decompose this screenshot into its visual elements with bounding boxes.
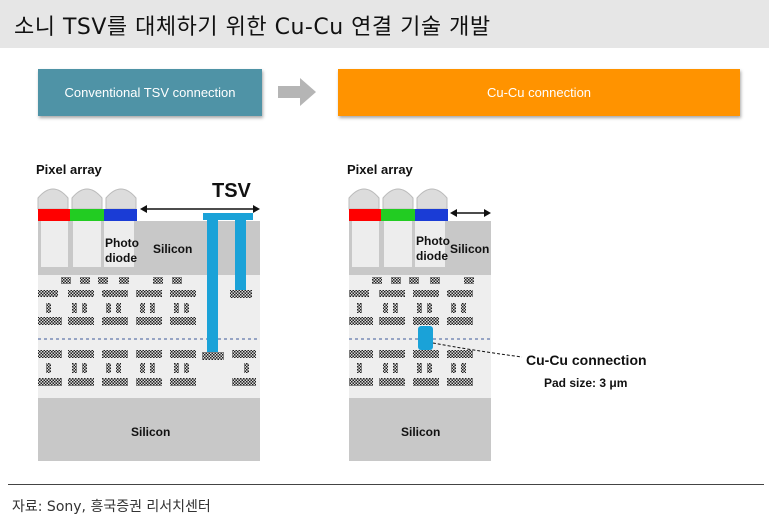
tsv-via	[207, 220, 218, 353]
tsv-label: TSV	[212, 180, 252, 202]
tsv-bottom-pad	[202, 352, 224, 360]
cucu-header: Cu-Cu connection	[338, 69, 740, 116]
microlens	[105, 188, 137, 210]
microlens	[37, 188, 69, 210]
footer-divider	[8, 484, 764, 485]
lower-silicon	[38, 398, 260, 461]
cucu-diagram: Pixel array Photo diode Silicon	[347, 162, 647, 461]
tsv-diagram: Pixel array TSV Photo diode Silicon	[36, 162, 260, 461]
wiring-blocks	[349, 277, 474, 386]
microlens	[348, 188, 380, 210]
right-arrow-icon	[278, 78, 316, 106]
tsv-via	[235, 220, 246, 292]
cucu-label: Cu-Cu connection	[526, 352, 647, 368]
wiring-blocks	[38, 277, 256, 386]
title-bar: 소니 TSV를 대체하기 위한 Cu-Cu 연결 기술 개발	[0, 0, 769, 48]
callout-line	[432, 342, 523, 358]
pixel-array-label: Pixel array	[347, 162, 414, 177]
green-filter	[70, 209, 104, 221]
photodiode	[41, 221, 68, 267]
photodiode	[73, 221, 101, 267]
green-filter	[381, 209, 415, 221]
conventional-tsv-header: Conventional TSV connection	[38, 69, 262, 116]
red-filter	[38, 209, 70, 221]
photodiode-label: Photo	[416, 234, 450, 248]
microlens	[71, 188, 103, 210]
pixel-array-label: Pixel array	[36, 162, 103, 177]
red-filter	[349, 209, 381, 221]
photodiode-label: diode	[416, 249, 448, 263]
silicon-label: Silicon	[450, 242, 489, 256]
page-title: 소니 TSV를 대체하기 위한 Cu-Cu 연결 기술 개발	[14, 15, 491, 40]
photodiode	[352, 221, 379, 267]
cucu-bond	[418, 326, 433, 350]
photodiode	[384, 221, 412, 267]
blue-filter	[415, 209, 448, 221]
silicon-label: Silicon	[153, 242, 192, 256]
microlens	[416, 188, 448, 210]
silicon-label: Silicon	[401, 425, 440, 439]
upper-silicon	[38, 221, 260, 275]
lower-silicon	[349, 398, 491, 461]
tsv-landing-pad	[230, 290, 252, 298]
blue-filter	[104, 209, 137, 221]
photodiode-label: Photo	[105, 236, 139, 250]
silicon-label: Silicon	[131, 425, 170, 439]
tsv-top-pad	[203, 213, 253, 220]
photodiode	[104, 221, 134, 267]
microlens	[382, 188, 414, 210]
pad-size-label: Pad size: 3 μm	[544, 376, 627, 390]
photodiode	[415, 221, 445, 267]
source-note: 자료: Sony, 흥국증권 리서치센터	[12, 499, 211, 515]
photodiode-label: diode	[105, 251, 137, 265]
